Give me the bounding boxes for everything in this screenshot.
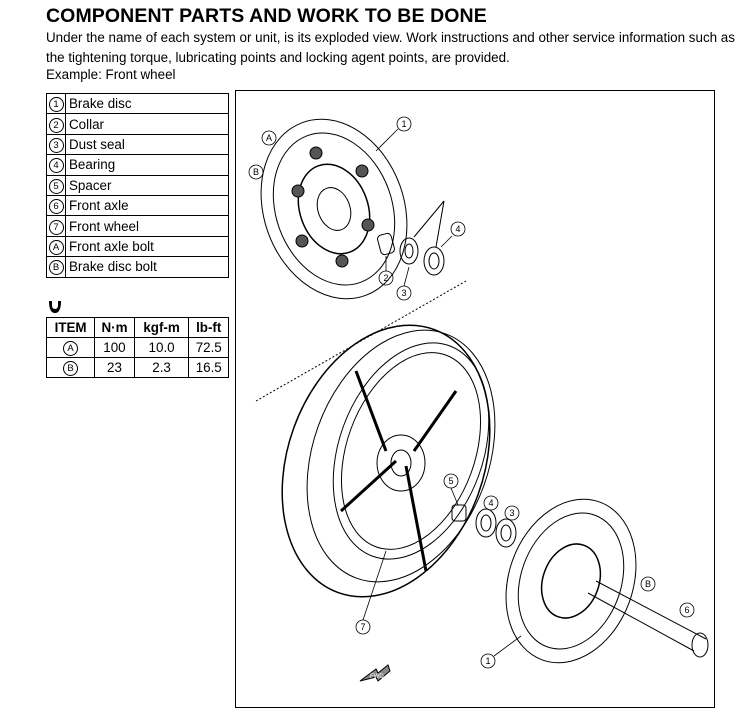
parts-key: 6 (46, 194, 66, 217)
key-circle-icon: 3 (48, 137, 64, 153)
upper-brake-disc (260, 118, 408, 300)
parts-label: Spacer (65, 174, 229, 196)
parts-key: 1 (46, 92, 66, 115)
svg-text:7: 7 (360, 622, 365, 632)
svg-text:2: 2 (383, 273, 388, 283)
lower-brake-disc (505, 498, 637, 664)
key-circle-icon: B (63, 361, 79, 376)
key-circle-icon: A (63, 341, 79, 356)
parts-label: Bearing (65, 154, 229, 176)
torque-cell-kgfm: 2.3 (133, 357, 190, 378)
parts-label: Brake disc bolt (65, 256, 229, 278)
svg-text:4: 4 (488, 498, 493, 508)
torque-cell-lbft: 72.5 (188, 337, 229, 358)
front-wheel (281, 324, 496, 598)
torque-cell-lbft: 16.5 (188, 357, 229, 378)
torque-cell-nm: 100 (94, 337, 135, 358)
front-axle (587, 580, 709, 658)
key-circle-icon: A (48, 239, 64, 255)
svg-text:1: 1 (401, 119, 406, 129)
svg-text:3: 3 (401, 288, 406, 298)
parts-key: 3 (46, 133, 66, 156)
svg-text:FWD: FWD (370, 674, 384, 680)
torque-cell-item: A (45, 337, 96, 358)
key-circle-icon: B (48, 260, 64, 276)
torque-col-item: ITEM (45, 317, 96, 338)
key-circle-icon: 5 (48, 178, 64, 194)
svg-text:A: A (266, 133, 272, 143)
svg-text:6: 6 (684, 605, 689, 615)
key-circle-icon: 6 (48, 199, 64, 215)
torque-header-row: ITEM N·m kgf-m lb-ft (45, 317, 229, 338)
torque-wrench-icon (49, 301, 61, 313)
torque-col-kgfm: kgf-m (133, 317, 190, 338)
example-caption: Example: Front wheel (46, 67, 176, 82)
torque-col-lbft: lb-ft (188, 317, 229, 338)
svg-text:B: B (253, 167, 259, 177)
parts-label: Brake disc (65, 92, 229, 115)
torque-cell-kgfm: 10.0 (133, 337, 190, 358)
lower-bearing (475, 508, 497, 538)
parts-key: 7 (46, 215, 66, 237)
page-title: COMPONENT PARTS AND WORK TO BE DONE (46, 5, 487, 27)
upper-bearing-set (377, 200, 445, 276)
svg-text:3: 3 (509, 508, 514, 518)
parts-key: B (46, 256, 66, 278)
parts-key: A (46, 235, 66, 258)
parts-label: Front axle (65, 194, 229, 217)
parts-key: 2 (46, 113, 66, 135)
svg-text:B: B (645, 579, 651, 589)
key-circle-icon: 4 (48, 158, 64, 174)
torque-cell-item: B (45, 357, 96, 378)
torque-cell-nm: 23 (94, 357, 135, 378)
svg-text:4: 4 (455, 224, 460, 234)
parts-label: Front axle bolt (65, 235, 229, 258)
fwd-arrow-icon: FWD (359, 664, 391, 682)
key-circle-icon: 2 (48, 117, 64, 133)
parts-key: 4 (46, 154, 66, 176)
parts-label: Collar (65, 113, 229, 135)
exploded-view-diagram: FWD 1 2 3 4 5 4 3 7 1 6 B A B (235, 90, 715, 708)
torque-col-nm: N·m (94, 317, 135, 338)
spacer (451, 504, 467, 522)
parts-key: 5 (46, 174, 66, 196)
intro-paragraph: Under the name of each system or unit, i… (46, 30, 735, 65)
key-circle-icon: 1 (48, 97, 64, 113)
key-circle-icon: 7 (48, 219, 64, 235)
parts-label: Front wheel (65, 215, 229, 237)
svg-text:1: 1 (485, 656, 490, 666)
svg-text:5: 5 (448, 476, 453, 486)
parts-label: Dust seal (65, 133, 229, 156)
